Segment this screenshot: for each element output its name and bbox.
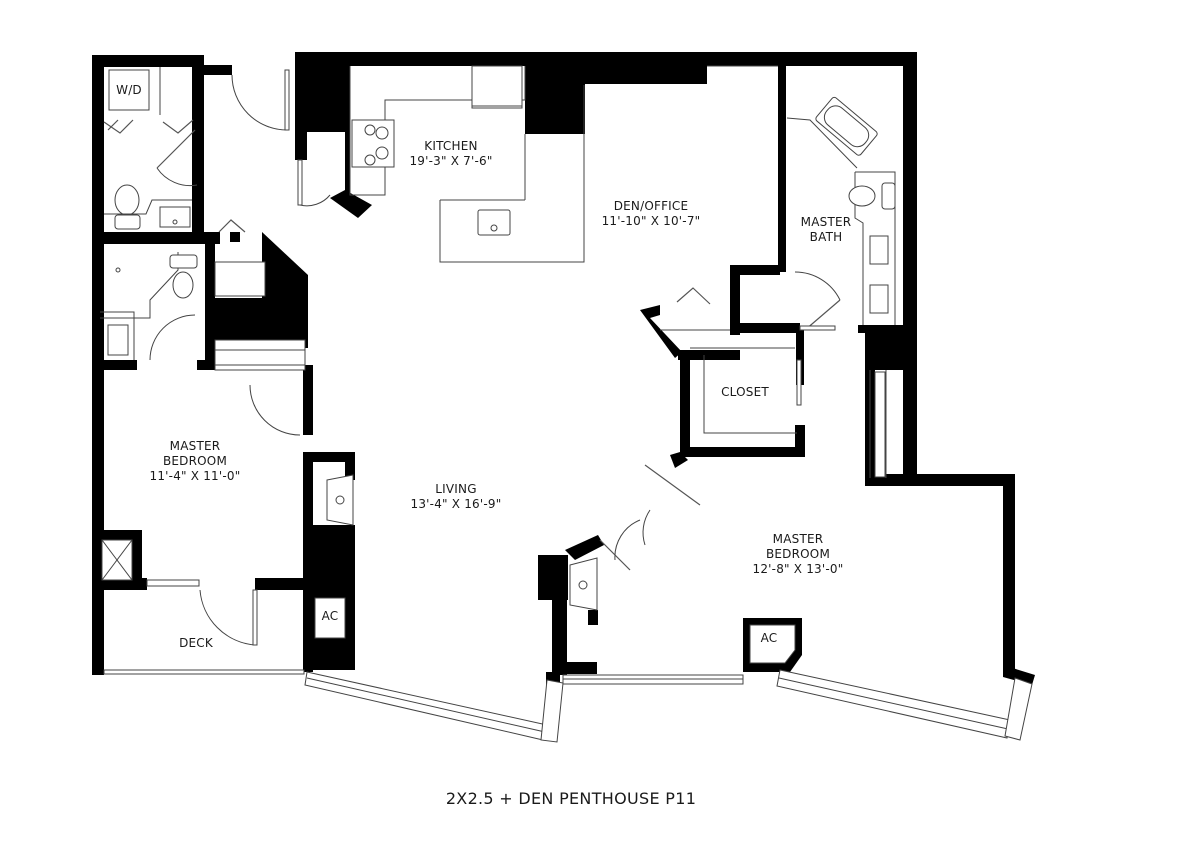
ac-label-living: AC <box>321 609 339 623</box>
refrigerator <box>471 65 523 109</box>
washer-dryer-label: W/D <box>116 83 142 97</box>
room-dimensions: 19'-3" X 7'-6" <box>409 154 493 168</box>
room-deck: DECK <box>179 636 213 650</box>
room-name: DEN/OFFICE <box>613 199 689 213</box>
room-den-office: DEN/OFFICE 11'-10" X 10'-7" <box>602 199 701 229</box>
room-dimensions: 11'-10" X 10'-7" <box>601 214 701 228</box>
partitions <box>100 65 896 581</box>
washer-dryer <box>108 69 150 111</box>
room-master-bath: MASTER BATH <box>800 215 852 244</box>
room-dimensions: 13'-4" X 16'-9" <box>410 497 502 511</box>
island-sink <box>477 209 511 236</box>
plan-title: 2X2.5 + DEN PENTHOUSE P11 <box>445 789 697 808</box>
ac-unit-living <box>314 597 346 639</box>
windows <box>103 364 1033 743</box>
room-kitchen: KITCHEN 19'-3" X 7'-6" <box>409 139 492 169</box>
ac-unit-bedroom <box>749 624 796 664</box>
fixtures <box>100 65 896 664</box>
room-master-bedroom-left: MASTER BEDROOM 11'-4" X 11'-0" <box>149 439 241 483</box>
walls <box>92 52 1035 690</box>
room-dimensions: 12'-8" X 13'-0" <box>752 562 844 576</box>
room-closet: CLOSET <box>721 385 769 399</box>
room-master-bedroom-right: MASTER BEDROOM 12'-8" X 13'-0" <box>752 532 844 576</box>
room-living: LIVING 13'-4" X 16'-9" <box>410 482 502 511</box>
room-dimensions: 11'-4" X 11'-0" <box>149 469 241 483</box>
doors <box>103 69 841 646</box>
room-name: KITCHEN <box>424 139 478 153</box>
ac-label-bedroom: AC <box>760 631 778 645</box>
